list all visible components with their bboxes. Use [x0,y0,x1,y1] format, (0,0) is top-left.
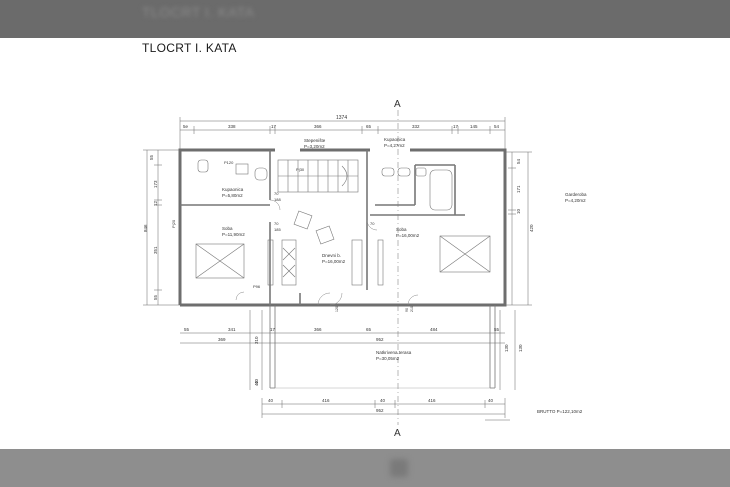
terrace-outline [269,305,496,389]
room-5-name: Dnevni b. [322,253,341,258]
dim-mid-mark-1: 40 [254,380,259,386]
right-dimensions [505,151,532,306]
opening-p96: P96 [253,284,261,289]
left-dimensions [143,149,180,306]
opening-d70-right: 70 [370,221,375,226]
room-1-name: Kupaonica [222,187,244,192]
dim-top-seg-3: 17 [271,124,277,129]
dim-left-extra-1: P|20 [171,219,176,228]
room-3-name: Stepenište [304,138,326,143]
dim-top-seg-1: 5e [183,124,189,129]
opening-d90: 90 [405,308,409,312]
room-3-area: P=3,20m2 [304,144,325,149]
opening-d120: 120 [335,306,339,312]
blurred-header-text: TLOCRT I. KATA [142,4,255,20]
blurred-footer-mark [390,459,408,477]
dim-mid-r1-4: 366 [314,327,322,332]
room-4-area: P=4,27m2 [384,143,405,148]
room-2-area: P=11,90m2 [222,232,245,237]
dim-mid-right-1: 130 [504,344,509,352]
room-4-name: Kupaonica [384,137,406,142]
gross-area: BRUTTO P=122,10m2 [537,409,583,414]
drawing-sheet [2,38,728,449]
room-8-area: P=30,05m2 [376,356,400,361]
opening-d185: 185 [274,227,281,232]
opening-d70-left: 70 [274,191,279,196]
dim-top-seg-6: 332 [412,124,420,129]
room-6-area: P=16,00m2 [396,233,420,238]
dim-left-seg-3: 12 [153,200,158,206]
right-bathroom-fixtures [381,167,453,211]
room-5-area: P=16,00m2 [322,259,346,264]
opening-d210: 210 [410,306,414,312]
top-blurred-bar: TLOCRT I. KATA [0,0,730,38]
door-swings [235,199,419,306]
section-mark-top: A [394,99,401,110]
dim-bot-2: 416 [322,398,330,403]
dim-mid-r2-total: 952 [376,337,384,342]
dim-bot-side: 40 [254,378,259,384]
dim-mid-r1-3: 17 [270,327,276,332]
dim-mid-r1-6: 484 [430,327,438,332]
dim-mid-r1-2: 341 [228,327,236,332]
room-2-name: Soba [222,226,233,231]
dim-right-seg-2: 171 [516,185,521,193]
page-title: TLOCRT I. KATA [142,41,237,55]
dim-mid-r1-7: 55 [494,327,500,332]
dim-top-seg-4: 366 [314,124,322,129]
dim-top-seg-2: 338 [228,124,236,129]
room-7-area: P=4,20m2 [565,198,586,203]
dim-bot-total: 952 [376,408,384,413]
dim-left-seg-6: 55 [153,294,158,300]
mid-dimensions [180,310,516,390]
room-1-area: P=5,80m2 [222,193,243,198]
section-mark-bottom: A [394,428,401,439]
opening-d188: 188 [274,197,281,202]
building-walls [178,148,507,307]
dim-left-seg-1: 55 [149,154,154,160]
bottom-dimensions [261,398,510,421]
dim-bot-3: 40 [380,398,386,403]
top-dimensions [179,117,506,150]
staircase [277,159,359,193]
opening-p-small: P|30 [296,167,305,172]
left-bed [195,243,245,279]
dim-mid-right-2: 130 [518,344,523,352]
dim-mid-r1-1: 55 [184,327,190,332]
dim-right-seg-1: 54 [516,158,521,164]
dim-mid-r2-left: 369 [218,337,226,342]
dim-bot-4: 416 [428,398,436,403]
dim-right-seg-4: 420 [529,224,534,232]
dim-top-seg-7: 17 [453,124,459,129]
room-8-name: Natkrivena terasa [376,350,412,355]
dim-top-seg-5: 65 [366,124,372,129]
room-6-name: Soba [396,227,407,232]
dim-left-seg-4: 846 [143,224,148,232]
dim-top-seg-9: 54 [494,124,500,129]
right-bed [439,235,491,273]
living-furniture [267,210,384,286]
opening-d70-mid: 70 [274,221,279,226]
dim-top-seg-8: 145 [470,124,478,129]
dim-mid-mark-2: 310 [254,336,259,344]
dim-right-seg-3: 10 [516,208,521,214]
left-bathroom-fixtures [197,159,268,181]
room-7-name: Garderoba [565,192,587,197]
dim-left-seg-5: 351 [153,246,158,254]
dim-bot-5: 40 [488,398,494,403]
dim-left-seg-2: 173 [153,180,158,188]
dim-mid-r1-5: 65 [366,327,372,332]
bottom-blurred-bar [0,449,730,487]
dim-bot-1: 40 [268,398,274,403]
opening-p120: P120 [224,160,234,165]
dim-top-overall: 1374 [336,115,347,121]
